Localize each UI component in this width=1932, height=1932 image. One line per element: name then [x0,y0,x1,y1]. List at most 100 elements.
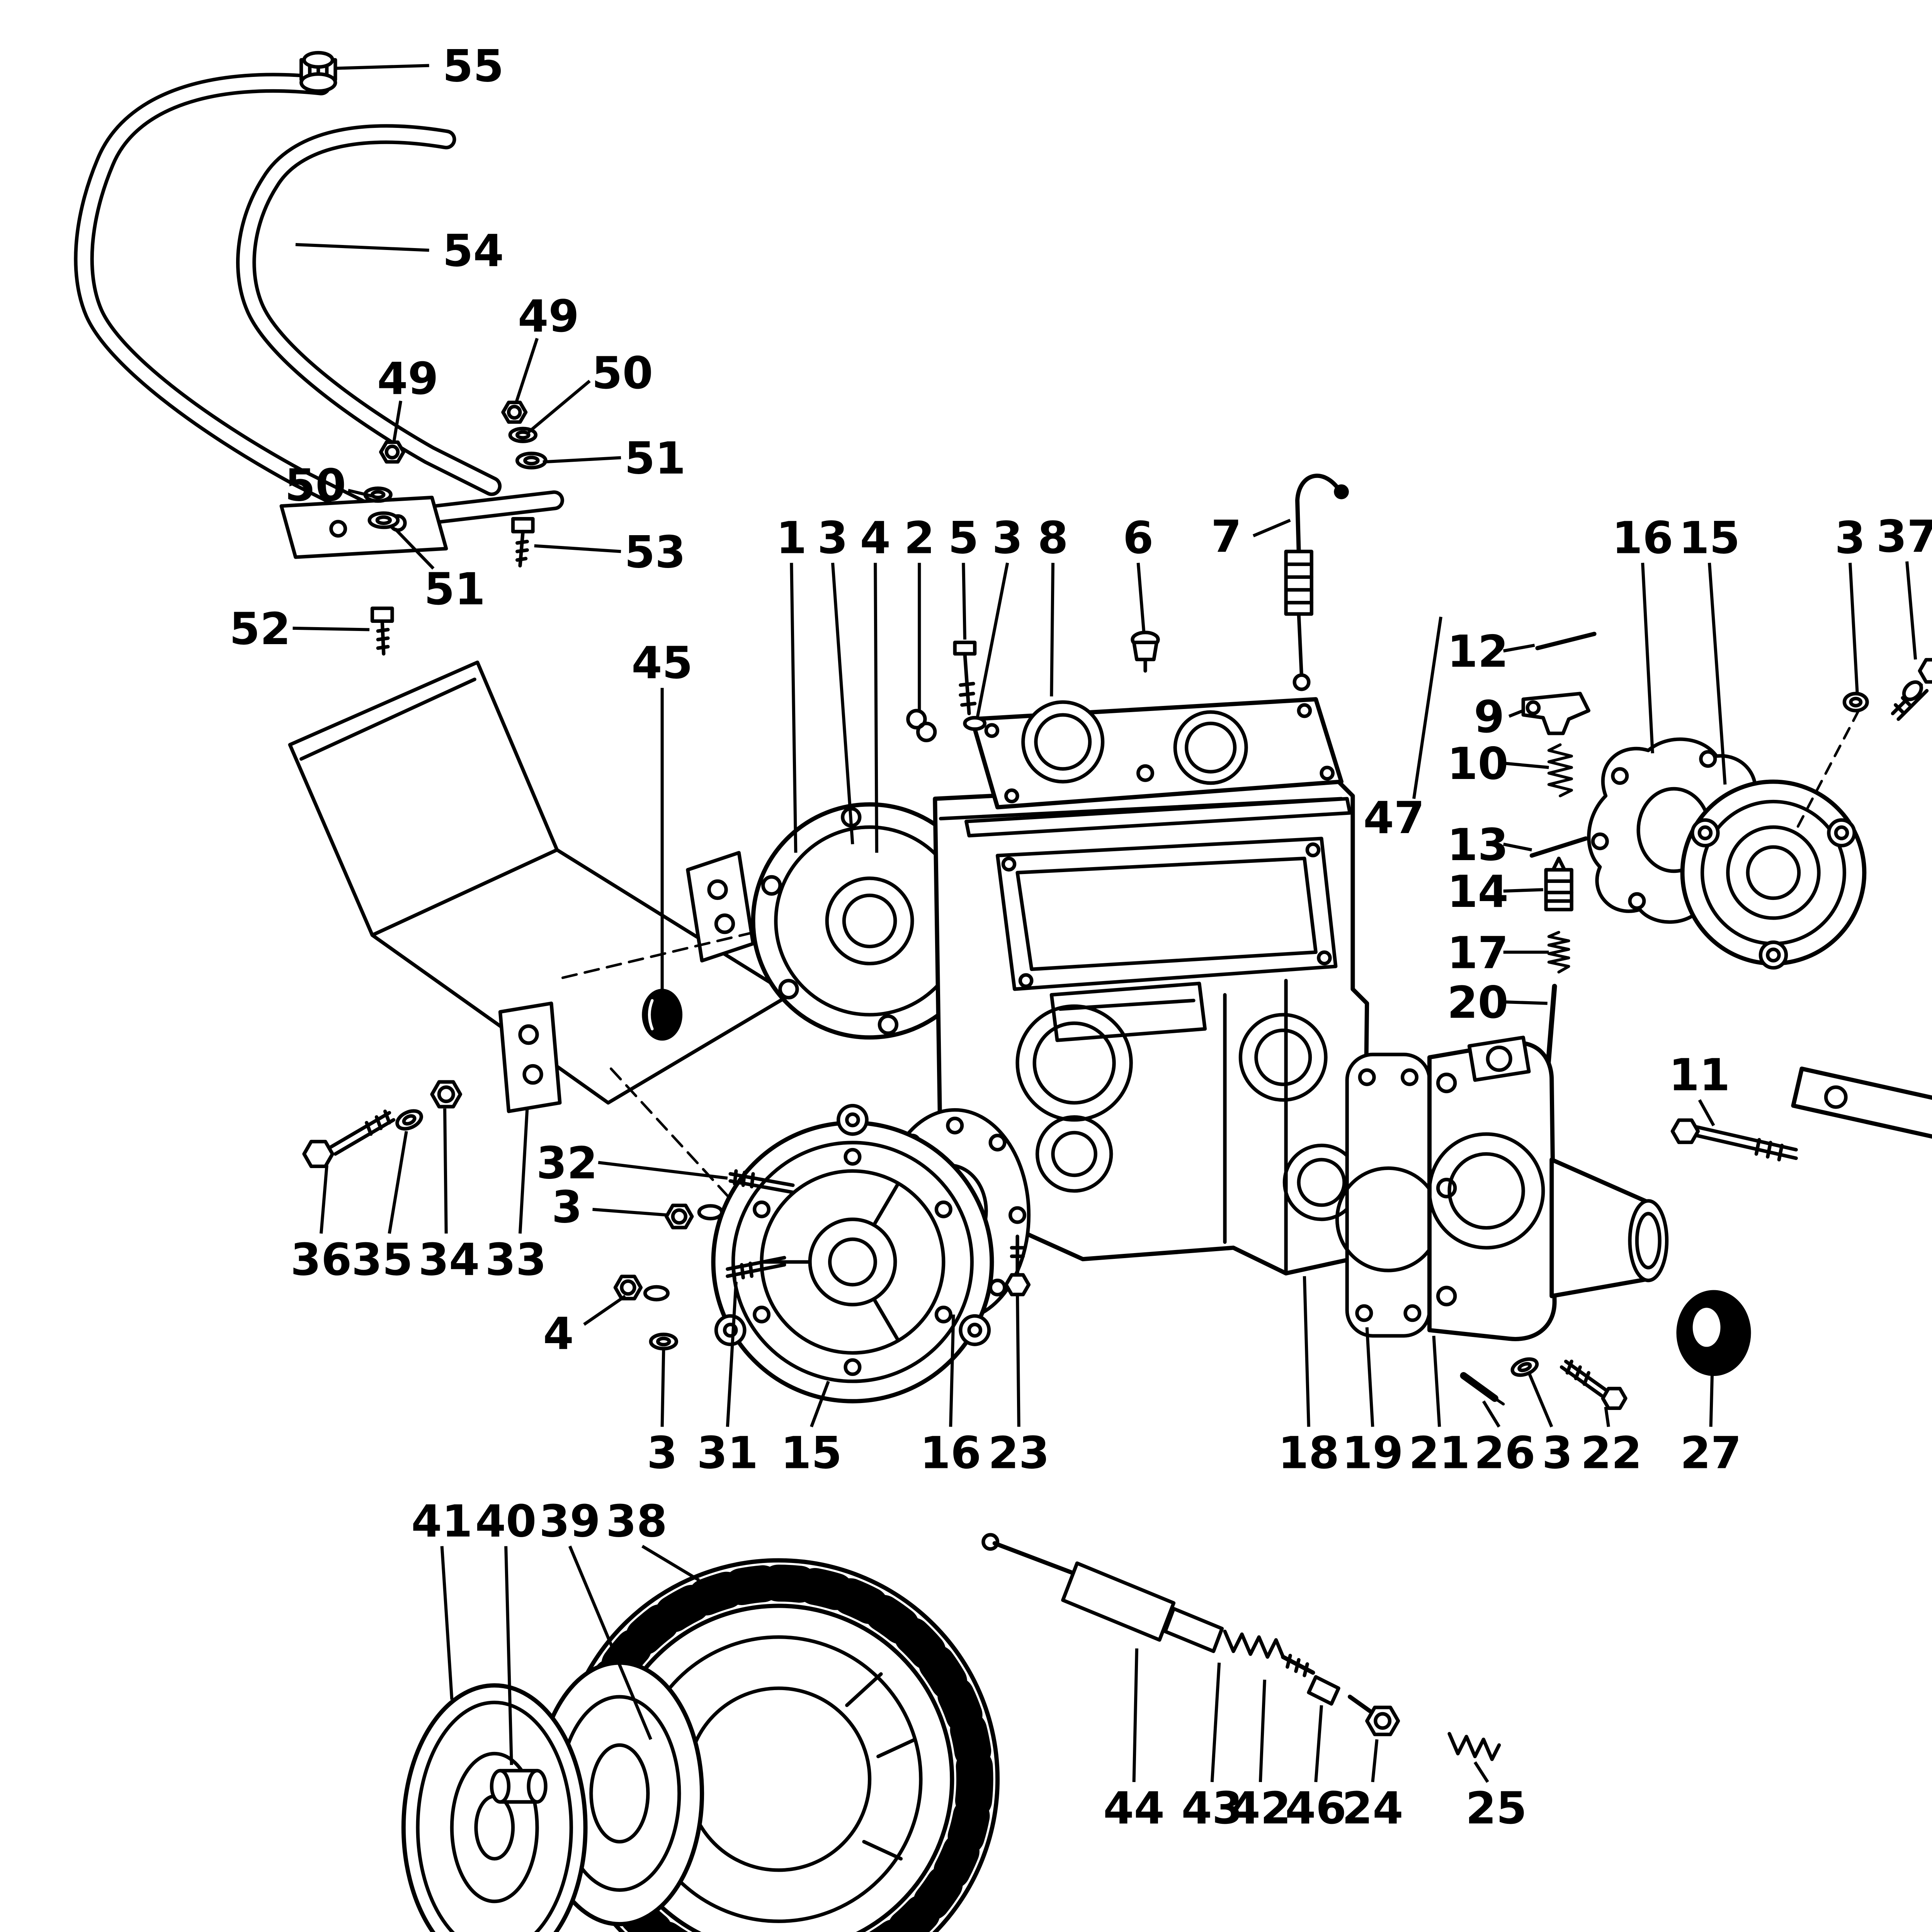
callout-leader-32 [598,1161,728,1180]
part-number-50: 50 [285,459,346,511]
fork-9 [1521,692,1590,735]
part-number-23: 23 [988,1427,1049,1479]
part-number-15: 15 [1679,512,1740,563]
part-number-41: 41 [411,1495,473,1547]
callout-leader-15 [1708,563,1727,785]
stud-nut-set-drawing [613,1169,795,1350]
callout-leader-3 [831,563,854,845]
part-number-12: 12 [1447,626,1509,677]
hitch-bracket-drawing [1791,1066,1932,1139]
bolt-11-drawing [1670,1118,1798,1162]
part-number-42: 42 [1230,1782,1291,1834]
bolt-37 [1891,658,1932,721]
output-housing-drawing [1335,1036,1751,1410]
nut-4 [613,1274,643,1301]
callout-leader-7 [1252,519,1291,537]
callout-leader-51 [394,527,435,570]
spring-17 [1547,931,1570,974]
callout-leader-18 [1303,1276,1310,1427]
bolt-22 [1560,1359,1628,1410]
handlebar-fasteners-drawing [363,400,548,656]
washer-51b [367,511,400,529]
part-number-47: 47 [1363,792,1425,844]
part-number-53: 53 [624,526,686,578]
callout-leader-44 [1132,1648,1138,1782]
callout-leader-21 [1432,1335,1441,1427]
part-number-43: 43 [1182,1782,1243,1834]
callout-leader-40 [504,1546,513,1765]
callout-leader-31 [726,1282,738,1427]
wheel-side-cover-15 [711,1104,994,1403]
stud-42 [1281,1653,1315,1677]
callout-leader-3 [1527,1372,1553,1428]
part-number-6: 6 [1123,512,1153,563]
cover-15-upper [1680,779,1867,970]
part-number-3: 3 [992,512,1023,563]
callout-leader-49 [392,400,403,444]
part-number-50: 50 [592,347,653,399]
part-number-22: 22 [1581,1427,1642,1479]
nut-49a [501,400,528,424]
callout-leader-47 [1412,616,1442,799]
pin-12 [1535,631,1597,650]
part-number-55: 55 [442,41,504,92]
callout-leader-25 [1473,1761,1489,1783]
top-cover-drawing [906,631,1352,838]
callout-leader-43 [1210,1662,1221,1782]
fender-fasteners-drawing [302,1080,463,1168]
part-number-31: 31 [697,1427,759,1479]
callout-leader-8 [1050,563,1055,697]
washer-3-right [1510,1357,1539,1377]
callout-leader-4 [583,1294,626,1326]
id-plate [1049,981,1207,1042]
callout-leader-54 [295,243,429,252]
part-number-52: 52 [230,603,291,655]
callout-leader-3 [1848,563,1859,692]
callout-leader-52 [293,626,370,631]
fender-side-bracket [686,851,755,963]
cap-27 [1676,1290,1751,1376]
part-number-36: 36 [291,1234,352,1286]
callout-leader-3 [592,1208,668,1217]
callout-leader-1 [790,563,798,853]
part-number-45: 45 [631,637,693,689]
rim-disc-41 [401,1683,588,1932]
upper-right-cover-drawing [1587,658,1932,970]
nut-34 [430,1080,463,1109]
housing-21 [1427,1036,1669,1341]
callout-leader-36 [320,1165,328,1234]
left-cover-drawing [711,1104,1031,1403]
part-number-26: 26 [1474,1427,1536,1479]
spring-10 [1547,743,1573,798]
callout-leader-6 [1136,563,1146,633]
washer-3-upper-right [1842,692,1869,713]
part-number-13: 13 [1447,819,1509,871]
clutch-rod-44 [981,1533,1224,1653]
callout-leader-5 [962,563,967,640]
part-number-4: 4 [860,512,891,563]
callout-leader-15 [810,1381,830,1427]
part-number-17: 17 [1447,927,1509,978]
part-number-7: 7 [1211,511,1242,562]
part-number-21: 21 [1409,1427,1470,1479]
callout-leader-33 [518,1108,529,1234]
part-number-4: 4 [543,1308,574,1359]
bracket-33 [498,1002,562,1113]
callout-leader-23 [1015,1293,1020,1427]
rubber-knob-45 [642,988,683,1041]
part-number-40: 40 [475,1495,537,1547]
washer-51a [515,451,548,469]
part-number-16: 16 [1612,512,1673,563]
wire-ring-2 [906,709,937,742]
part-number-16: 16 [920,1427,981,1479]
bolt-53 [511,517,535,568]
part-number-14: 14 [1447,866,1509,917]
part-number-3: 3 [817,512,848,563]
callout-leader-51 [543,456,621,464]
part-number-3: 3 [552,1182,582,1233]
callout-leader-34 [443,1108,448,1234]
part-number-2: 2 [904,512,935,563]
part-number-18: 18 [1278,1427,1340,1479]
